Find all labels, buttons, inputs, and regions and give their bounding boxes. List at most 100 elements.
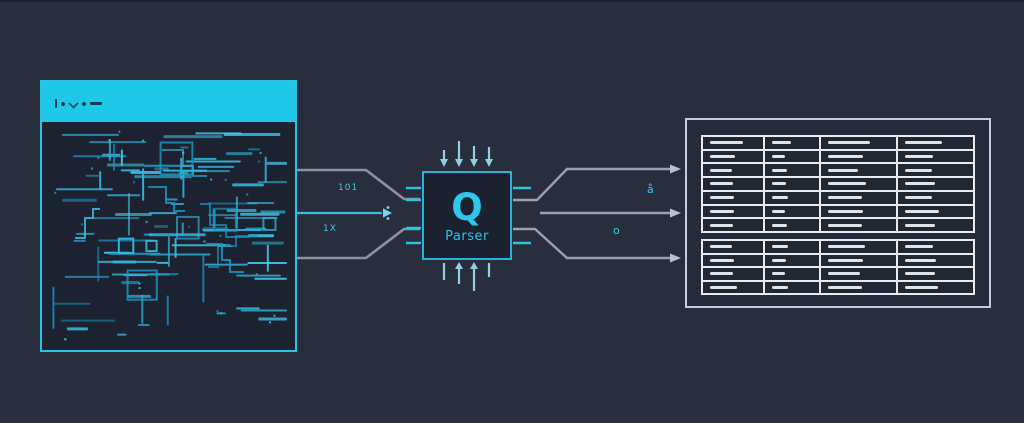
arrow-down-icon (485, 159, 493, 167)
table-cell (897, 150, 973, 163)
cell-text-bar (710, 272, 734, 276)
cell-text-bar (710, 182, 734, 186)
panel-body (42, 122, 295, 350)
cell-text-bar (771, 209, 785, 213)
titlebar-mark (68, 98, 79, 109)
cell-text-bar (771, 168, 788, 172)
table-cell (897, 281, 973, 293)
cell-text-bar (827, 141, 870, 145)
flow-label-output-top: å (647, 183, 655, 196)
table-cell (897, 178, 973, 190)
cell-text-bar (904, 223, 935, 227)
cell-text-bar (710, 209, 734, 213)
chip-bottom-pins (442, 263, 491, 291)
arrow-up-icons (455, 262, 478, 269)
table-cell (703, 150, 763, 163)
table-cell (897, 254, 973, 266)
cell-text-bar (904, 285, 938, 289)
cell-text-bar (904, 272, 935, 276)
table-cell (703, 178, 763, 190)
cell-text-bar (710, 245, 733, 249)
titlebar-mark (82, 101, 86, 106)
titlebar-marks (55, 98, 102, 109)
flow-label-input-top: 101 (338, 183, 359, 193)
cell-text-bar (904, 196, 933, 200)
arrow-down-icon (470, 159, 478, 167)
titlebar-mark (90, 102, 102, 105)
table-cell (897, 205, 973, 218)
table-cell (897, 268, 973, 280)
cell-text-bar (710, 168, 733, 172)
table-cell (764, 219, 819, 231)
table-cell (703, 164, 763, 177)
table-cell (820, 205, 896, 218)
cell-text-bar (904, 182, 935, 186)
spark-arrow-icon (383, 206, 392, 220)
table-cell (764, 150, 819, 163)
table-cell (703, 219, 763, 231)
table-cell (764, 205, 819, 218)
table-cell (764, 281, 819, 293)
output-arrowheads (670, 164, 681, 263)
cell-text-bar (771, 272, 785, 276)
table-cell (703, 137, 763, 149)
table-cell (764, 164, 819, 177)
table-cell (764, 268, 819, 280)
arrow-right-icon (670, 208, 681, 218)
table-cell (703, 241, 763, 253)
cell-text-bar (771, 182, 786, 186)
source-code-panel (40, 80, 297, 352)
table-cell (703, 281, 763, 293)
table-cell (820, 281, 896, 293)
arrow-down-icon (455, 159, 463, 167)
table-cell (764, 241, 819, 253)
cell-text-bar (771, 285, 788, 289)
table-cell (897, 137, 973, 149)
cell-text-bar (710, 141, 743, 145)
chip-label: Parser (445, 228, 489, 244)
cell-text-bar (827, 245, 866, 249)
input-connectors (297, 168, 420, 260)
cell-text-bar (710, 285, 738, 289)
table-cell (820, 254, 896, 266)
chip-left-pins (406, 186, 421, 245)
table-cell (897, 219, 973, 231)
table-cell (820, 150, 896, 163)
chip-top-pins (442, 141, 491, 160)
cell-text-bar (827, 272, 861, 276)
table-cell (764, 254, 819, 266)
arrow-right-icon (670, 164, 681, 174)
table-cell (820, 219, 896, 231)
input-line-top (297, 168, 420, 201)
cell-text-bar (827, 182, 866, 186)
table-cell (764, 191, 819, 204)
table-group (701, 135, 975, 233)
arrow-down-icons (440, 159, 493, 167)
output-table (685, 118, 991, 308)
table-cell (764, 137, 819, 149)
table-cell (820, 164, 896, 177)
cell-text-bar (710, 223, 733, 227)
chip-right-pins (513, 186, 531, 245)
output-line-bottom (513, 227, 671, 260)
table-cell (703, 268, 763, 280)
cell-text-bar (904, 141, 943, 145)
table-cell (820, 241, 896, 253)
table-cell (820, 178, 896, 190)
cell-text-bar (904, 155, 934, 159)
cell-text-bar (771, 155, 785, 159)
table-cell (703, 191, 763, 204)
code-pattern (52, 130, 287, 341)
table-cell (897, 164, 973, 177)
titlebar-mark (61, 101, 65, 106)
cell-text-bar (827, 285, 862, 289)
titlebar-mark (55, 99, 57, 108)
flow-label-output-bottom: o (613, 224, 621, 237)
table-cell (703, 254, 763, 266)
cell-text-bar (904, 168, 933, 172)
panel-titlebar (42, 82, 295, 122)
table-cell (820, 137, 896, 149)
cell-text-bar (827, 196, 862, 200)
cell-text-bar (827, 209, 864, 213)
